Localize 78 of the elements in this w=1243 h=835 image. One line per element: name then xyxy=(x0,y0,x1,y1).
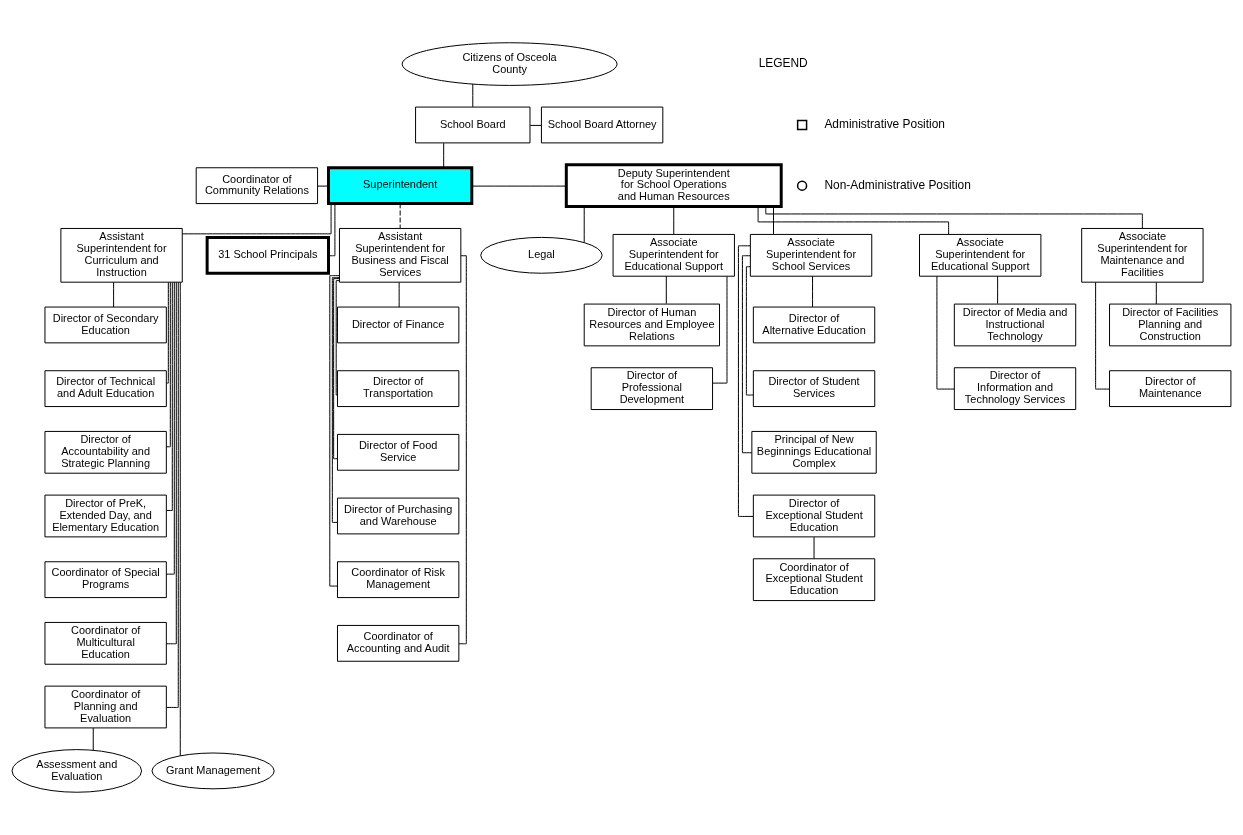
connector xyxy=(673,206,675,235)
connector xyxy=(179,281,181,757)
legend-label: Non-Administrative Position xyxy=(824,177,971,192)
connector xyxy=(335,280,340,396)
connector xyxy=(166,282,173,511)
node-box: Director of Information and Technology Services xyxy=(953,367,1077,411)
connector xyxy=(472,83,474,108)
node-box: Associate Superintendent for Maintenance and Facilities xyxy=(1081,227,1204,283)
connector xyxy=(1155,281,1157,305)
connector xyxy=(328,203,336,257)
node-ellipse: Assessment and Evaluation xyxy=(11,749,143,793)
connector xyxy=(331,277,340,523)
node-box: Director of Finance xyxy=(336,306,460,344)
node-box: Director of Technical and Adult Education xyxy=(44,370,167,408)
connector xyxy=(529,124,542,126)
node-box: Director of PreK, Extended Day, and Elementary Education xyxy=(44,494,167,538)
connector xyxy=(741,255,753,454)
node-box: Superintendent xyxy=(327,166,474,206)
node-box: 31 School Principals xyxy=(205,235,330,275)
node-box: Director of Media and Instructional Technology xyxy=(953,303,1077,347)
node-box: Director of Maintenance xyxy=(1109,370,1232,408)
node-box: Director of Facilities Planning and Construction xyxy=(1109,303,1232,347)
connector xyxy=(181,203,332,235)
node-box: Director of Secondary Education xyxy=(44,306,167,344)
node-box: Director of Purchasing and Warehouse xyxy=(336,497,460,535)
node-box: School Board xyxy=(415,106,531,144)
node-box: Director of Transportation xyxy=(336,370,460,408)
node-box: School Board Attorney xyxy=(540,106,664,144)
connector xyxy=(333,278,340,460)
connector xyxy=(936,275,955,390)
connector xyxy=(317,185,329,187)
connector xyxy=(773,206,774,235)
connector xyxy=(166,281,179,708)
node-box: Coordinator of Multicultural Education xyxy=(44,621,167,665)
connector xyxy=(166,281,169,384)
node-box: Associate Superintendent for Educational Support xyxy=(919,233,1042,277)
connector xyxy=(471,185,567,187)
connector xyxy=(583,206,585,244)
legend-label: Administrative Position xyxy=(824,117,945,132)
node-box: Director of Professional Development xyxy=(590,367,714,411)
connector xyxy=(399,203,401,229)
node-box: Associate Superintendent for School Services xyxy=(749,233,873,277)
connector xyxy=(329,275,340,587)
node-box: Principal of New Beginnings Educational Complex xyxy=(751,430,877,474)
connector xyxy=(665,275,667,305)
connector xyxy=(813,536,815,560)
label: LEGEND xyxy=(758,56,808,71)
connector xyxy=(757,206,950,235)
connector xyxy=(92,727,94,751)
connector xyxy=(165,281,177,645)
node-box: Coordinator of Exceptional Student Education xyxy=(752,558,876,602)
node-box: Director of Human Resources and Employee Relations xyxy=(583,303,721,347)
node-box: Associate Superintendent for Educational Support xyxy=(612,233,735,277)
connector xyxy=(165,281,175,575)
node-box: Director of Food Service xyxy=(336,433,460,471)
node-box: Coordinator of Risk Management xyxy=(336,561,460,599)
node-box: Director of Accountability and Strategic Planning xyxy=(44,430,167,474)
node-box: Coordinator of Community Relations xyxy=(195,167,319,205)
node-box: Assistant Superintendent for Business and Fiscal Services xyxy=(338,227,462,283)
node-box: Director of Alternative Education xyxy=(752,306,876,344)
connector xyxy=(165,281,171,448)
connector xyxy=(712,275,728,384)
node-ellipse: Grant Management xyxy=(151,752,275,790)
node-ellipse: Legal xyxy=(480,236,603,274)
node-ellipse: Citizens of Osceola County xyxy=(401,42,618,86)
node-box: Coordinator of Accounting and Audit xyxy=(336,624,460,662)
node-box: Director of Student Services xyxy=(752,370,876,408)
node-box: Assistant Superintendent for Curriculum and Instruction xyxy=(60,227,183,283)
node-box: Coordinator of Planning and Evaluation xyxy=(44,685,167,729)
connector xyxy=(812,275,814,308)
connector xyxy=(745,266,754,396)
connector xyxy=(997,275,999,305)
connector xyxy=(113,281,115,308)
connector xyxy=(443,142,445,168)
node-box: Coordinator of Special Programs xyxy=(44,561,167,599)
node-box: Director of Exceptional Student Education xyxy=(752,494,876,538)
node-box: Deputy Superintendent for School Operations and Human Resources xyxy=(564,163,783,209)
connector xyxy=(398,281,400,308)
